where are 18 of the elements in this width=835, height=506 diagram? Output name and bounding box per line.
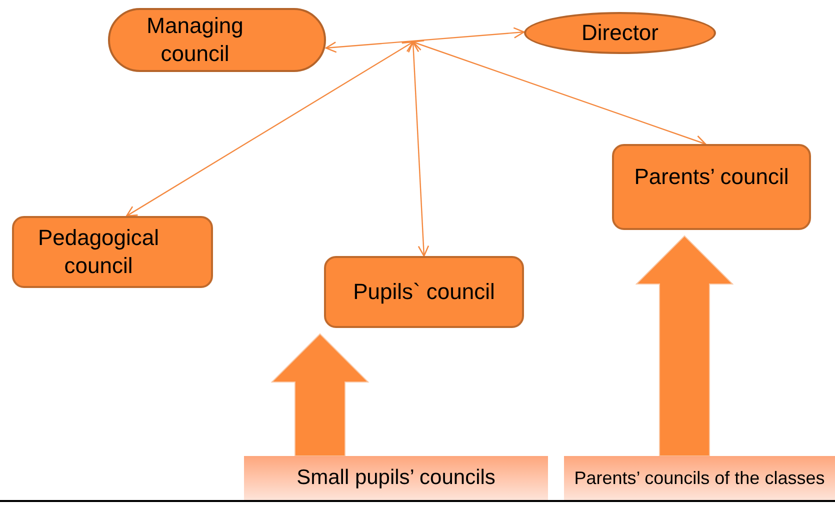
block-arrow xyxy=(635,235,734,456)
process-box xyxy=(12,216,213,288)
gradient-band xyxy=(564,456,835,500)
node-label: Director xyxy=(581,19,658,47)
node-label: Parents’ councils of the classes xyxy=(574,468,825,488)
node-label: Small pupils’ councils xyxy=(296,465,496,492)
node-label: Parents’ council xyxy=(634,163,789,191)
gradient-band xyxy=(244,456,548,500)
process-box xyxy=(612,144,811,230)
arrow xyxy=(325,27,525,53)
node-label: Managing council xyxy=(146,12,244,68)
arrow xyxy=(126,41,414,217)
node-label: Pedagogical council xyxy=(36,224,160,280)
node-label: Pupils` council xyxy=(353,278,495,306)
process-box xyxy=(324,256,524,328)
block-arrow xyxy=(270,333,370,456)
arrow xyxy=(408,41,430,257)
arrow xyxy=(412,40,706,146)
